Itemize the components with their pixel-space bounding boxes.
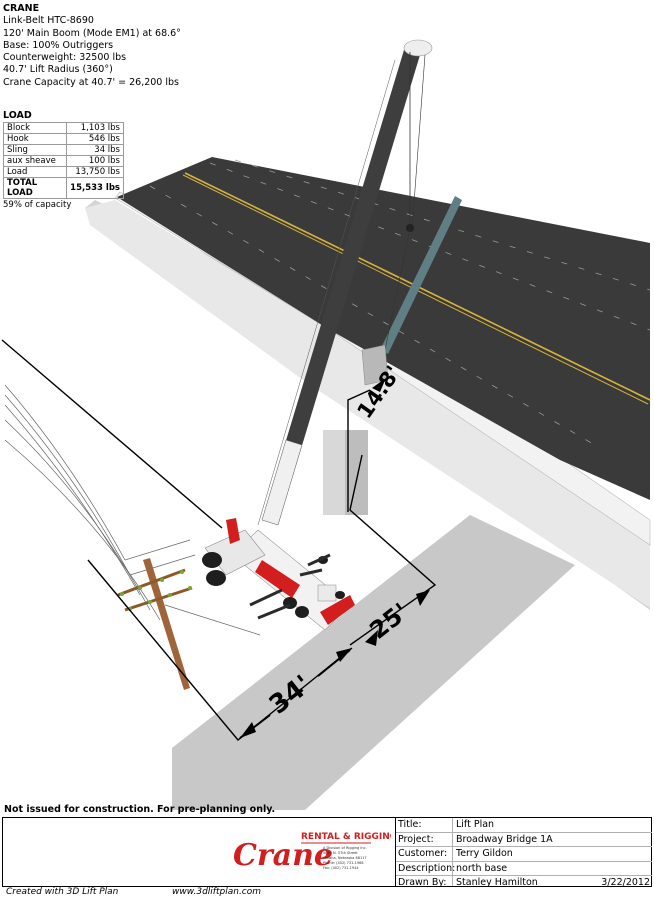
footer-created: Created with 3D Lift Plan: [6, 887, 119, 897]
bridge-deck-face: [85, 200, 650, 608]
construction-note: Not issued for construction. For pre-pla…: [4, 804, 276, 815]
lift-radius-outline: [1, 339, 223, 529]
company-logo: Crane RENTAL & RIGGING A Division of Rig…: [233, 832, 391, 873]
project-row: Project:Broadway Bridge 1A: [396, 833, 652, 848]
utility-pole: [143, 558, 190, 690]
svg-text:Omaha, Nebraska 68117: Omaha, Nebraska 68117: [323, 856, 367, 860]
date: 3/22/2012: [601, 877, 650, 889]
crane-model: Link-Belt HTC-8690: [3, 15, 94, 27]
crane-heading: CRANE: [3, 3, 40, 14]
power-lines: [4, 384, 261, 636]
load-heading: LOAD: [3, 110, 32, 121]
lift-scene-3d: 14.8' 25' 34': [1, 39, 651, 810]
crane-boom: 120' Main Boom (Mode EM1) at 68.6°: [3, 27, 181, 39]
capacity-percent: 59% of capacity: [3, 200, 72, 210]
title-info: Title:Lift Plan Project:Broadway Bridge …: [395, 818, 652, 888]
crane-spec-panel: CRANE Link-Belt HTC-8690 120' Main Boom …: [3, 3, 181, 89]
svg-text:Phone: (402) 731-1966: Phone: (402) 731-1966: [323, 861, 364, 865]
crane-radius: 40.7' Lift Radius (360°): [3, 64, 113, 76]
crane-base: Base: 100% Outriggers: [3, 39, 114, 51]
customer-row: Customer:Terry Gildon: [396, 847, 652, 862]
svg-text:RENTAL & RIGGING: RENTAL & RIGGING: [301, 832, 391, 842]
title-row: Title:Lift Plan: [396, 818, 652, 833]
svg-text:Fax: (402) 731-1944: Fax: (402) 731-1944: [323, 866, 359, 870]
crane-jib: [380, 196, 462, 354]
svg-text:5840 N. 57th Street: 5840 N. 57th Street: [323, 851, 358, 855]
crane-main-boom: [262, 50, 420, 525]
crane-capacity: Crane Capacity at 40.7' = 26,200 lbs: [3, 76, 179, 88]
crane-counterweight: Counterweight: 32500 lbs: [3, 52, 127, 64]
description-row: Description:north base: [396, 862, 652, 877]
ground-pad: [172, 515, 575, 810]
svg-text:Crane: Crane: [233, 838, 333, 873]
footer-url[interactable]: www.3dliftplan.com: [172, 887, 262, 897]
load-block: [361, 344, 389, 386]
road-surface: [117, 157, 650, 500]
outriggers: [249, 553, 331, 620]
svg-text:A Division of Rigging Inc.: A Division of Rigging Inc.: [323, 846, 367, 850]
title-block: Crane RENTAL & RIGGING A Division of Rig…: [2, 817, 652, 888]
